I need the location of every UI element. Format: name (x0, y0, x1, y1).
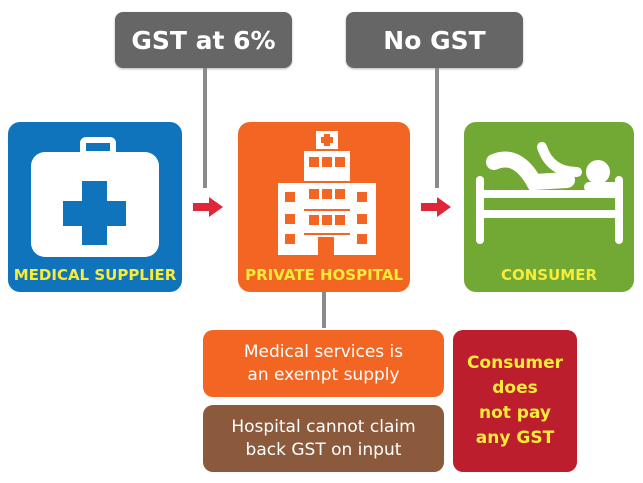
note-line: does (492, 378, 538, 398)
entity-label: PRIVATE HOSPITAL (245, 266, 403, 284)
note-line: any GST (475, 428, 555, 448)
entity-label: CONSUMER (500, 266, 598, 284)
consumer-no-gst-note: Consumer does not pay any GST (453, 330, 577, 472)
connector-line (435, 68, 439, 188)
arrow-right-icon (421, 197, 451, 217)
gst-6-percent-tag: GST at 6% (115, 12, 292, 68)
hospital-building-icon (278, 131, 376, 255)
medical-supplier-card: MEDICAL SUPPLIER (8, 122, 182, 292)
note-line: Hospital cannot claim (231, 416, 416, 437)
connector-line (322, 292, 326, 328)
patient-bed-icon (476, 142, 623, 244)
medical-kit-icon (31, 137, 159, 257)
connector-line (203, 68, 207, 188)
note-line: Consumer (466, 353, 564, 373)
note-line: back GST on input (245, 439, 402, 460)
private-hospital-card: PRIVATE HOSPITAL (238, 122, 410, 292)
note-line: Medical services is (243, 341, 404, 362)
note-line: not pay (478, 403, 551, 423)
entity-label: MEDICAL SUPPLIER (13, 266, 177, 284)
consumer-card: CONSUMER (464, 122, 634, 292)
note-line: an exempt supply (247, 364, 400, 385)
arrow-right-icon (193, 197, 223, 217)
no-gst-tag: No GST (346, 12, 523, 68)
